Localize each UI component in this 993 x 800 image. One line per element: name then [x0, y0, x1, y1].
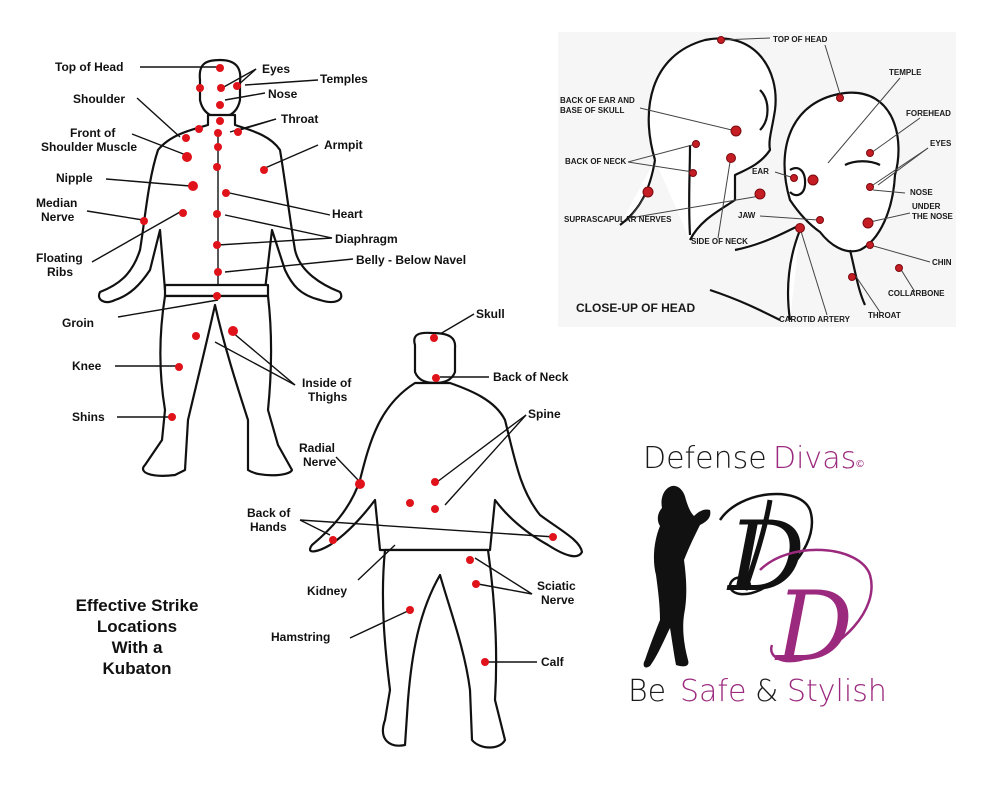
back-label: Skull — [476, 307, 505, 321]
front-label: Floating — [36, 251, 83, 265]
front-label: Inside of — [302, 376, 352, 390]
front-label: Temples — [320, 72, 368, 86]
head-label: JAW — [738, 211, 756, 220]
head-labels: TOP OF HEAD TEMPLE BACK OF EAR AND BASE … — [560, 35, 954, 324]
front-label: Heart — [332, 207, 363, 221]
tagline-be: Be — [628, 674, 666, 709]
head-label: UNDER — [912, 202, 941, 211]
dd-monogram-icon: D D — [718, 492, 873, 683]
back-labels: Skull Back of Neck Spine Radial Nerve Ba… — [247, 307, 576, 669]
front-strike-points — [140, 64, 268, 421]
diagram-caption: Effective Strike Locations With a Kubato… — [76, 596, 199, 678]
tagline-stylish: Stylish — [787, 674, 887, 709]
caption-line: Locations — [97, 617, 177, 636]
back-label: Spine — [528, 407, 561, 421]
logo-word-divas: Divas — [773, 441, 856, 476]
front-label: Ribs — [47, 265, 73, 279]
front-labels: Top of Head Eyes Temples Shoulder Nose T… — [36, 60, 466, 424]
head-label: EYES — [930, 139, 952, 148]
back-label: Sciatic — [537, 579, 576, 593]
front-label: Shoulder — [73, 92, 125, 106]
head-label: SUPRASCAPULAR NERVES — [564, 215, 672, 224]
copyright-icon: © — [855, 459, 865, 470]
front-label: Shoulder Muscle — [41, 140, 137, 154]
woman-silhouette-icon — [643, 485, 711, 668]
front-label: Thighs — [308, 390, 348, 404]
head-label: BACK OF NECK — [565, 157, 627, 166]
back-label: Back of — [247, 506, 291, 520]
head-label: THROAT — [868, 311, 901, 320]
back-label: Hamstring — [271, 630, 330, 644]
back-label: Kidney — [307, 584, 347, 598]
head-leader-lines — [627, 37, 931, 316]
caption-line: Kubaton — [103, 659, 172, 678]
head-label: FOREHEAD — [906, 109, 951, 118]
back-strike-points — [329, 334, 557, 666]
head-strike-points — [642, 36, 903, 281]
head-label: CHIN — [932, 258, 952, 267]
back-label: Hands — [250, 520, 287, 534]
front-label: Nipple — [56, 171, 93, 185]
back-label: Nerve — [541, 593, 575, 607]
head-label: THE NOSE — [912, 212, 954, 221]
front-leader-lines — [86, 66, 354, 418]
monogram-d-accent: D — [774, 571, 853, 683]
logo-word-defense: Defense — [643, 441, 767, 476]
back-label: Back of Neck — [493, 370, 569, 384]
head-label: SIDE OF NECK — [691, 237, 748, 246]
back-leader-lines — [299, 313, 556, 663]
head-label: TEMPLE — [889, 68, 922, 77]
front-label: Throat — [281, 112, 318, 126]
tagline-safe: Safe — [680, 674, 746, 709]
back-label: Calf — [541, 655, 565, 669]
front-label: Knee — [72, 359, 102, 373]
head-label: COLLARBONE — [888, 289, 945, 298]
head-label: EAR — [752, 167, 769, 176]
defense-divas-logo: Defense Divas © D D Be Safe & Stylish — [628, 441, 887, 709]
head-label: NOSE — [910, 188, 933, 197]
front-label: Diaphragm — [335, 232, 398, 246]
monogram-d-dark: D — [726, 501, 805, 613]
front-label: Eyes — [262, 62, 290, 76]
back-label: Radial — [299, 441, 335, 455]
front-label: Armpit — [324, 138, 363, 152]
caption-line: Effective Strike — [76, 596, 199, 615]
front-label: Groin — [62, 316, 94, 330]
head-closeup-panel: TOP OF HEAD TEMPLE BACK OF EAR AND BASE … — [558, 32, 956, 327]
head-label: BASE OF SKULL — [560, 106, 625, 115]
head-closeup-title: CLOSE-UP OF HEAD — [576, 301, 695, 315]
back-figure — [309, 331, 584, 749]
front-label: Shins — [72, 410, 105, 424]
front-label: Top of Head — [55, 60, 123, 74]
front-label: Median — [36, 196, 77, 210]
caption-line: With a — [112, 638, 163, 657]
tagline-ampersand: & — [755, 674, 778, 709]
back-label: Nerve — [303, 455, 337, 469]
front-label: Belly - Below Navel — [356, 253, 466, 267]
front-label: Nerve — [41, 210, 75, 224]
head-label: BACK OF EAR AND — [560, 96, 635, 105]
front-label: Nose — [268, 87, 298, 101]
head-label: CAROTID ARTERY — [779, 315, 851, 324]
front-label: Front of — [70, 126, 116, 140]
head-label: TOP OF HEAD — [773, 35, 828, 44]
